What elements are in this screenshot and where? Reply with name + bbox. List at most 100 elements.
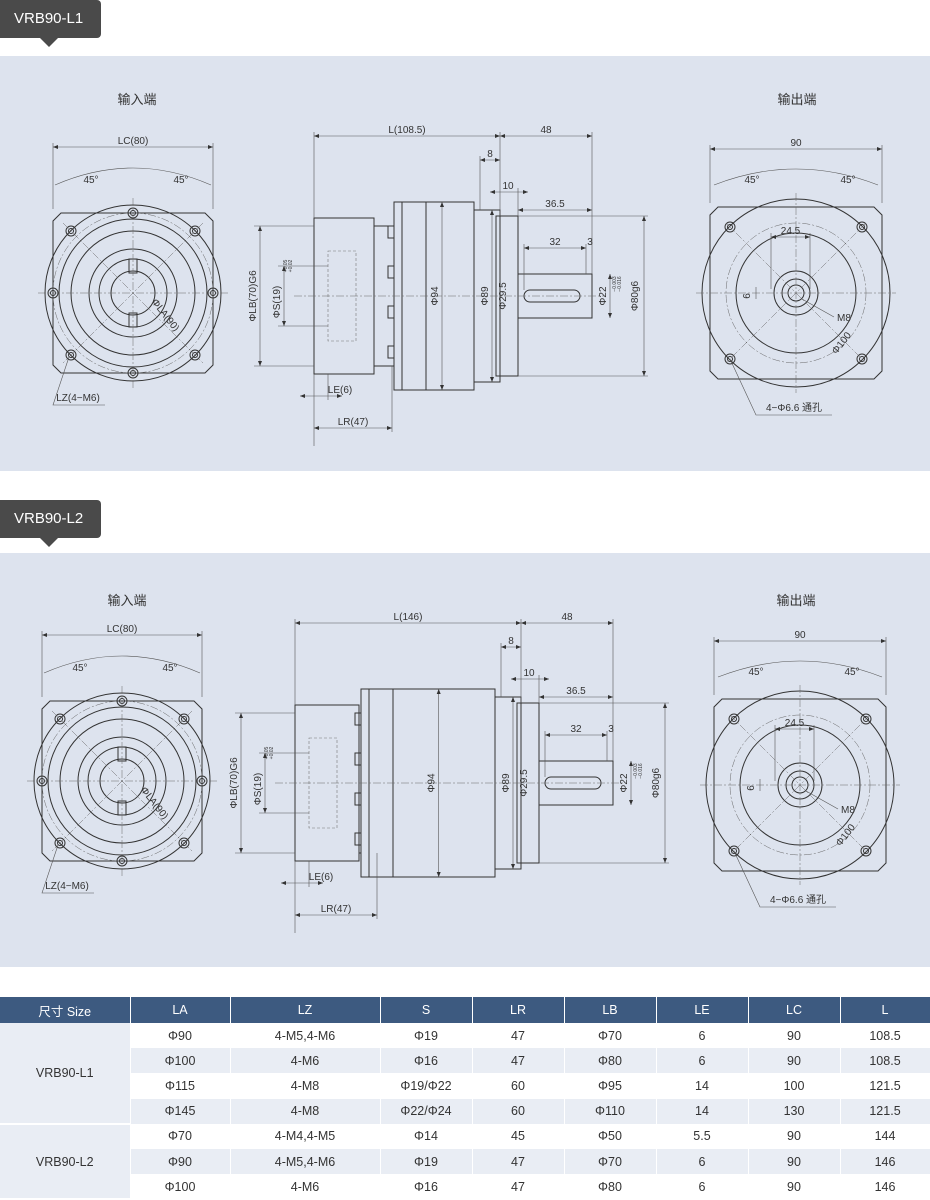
drawing-svg: 输入端输出端LC(80)45°45°ΦLA(90)LZ(4−M6)L(146)4… [27,593,900,933]
table-cell: 121.5 [840,1073,930,1099]
dimension-label: 8 [487,149,493,160]
table-cell: Φ100 [130,1048,231,1074]
table-cell: 108.5 [840,1023,930,1049]
dimension-label: ΦS(19) [272,286,283,318]
arrow-head [372,913,377,917]
arrow-head [480,158,485,162]
through-hole [856,353,868,365]
arrow-head [523,190,528,194]
table-model-cell: VRB90-L2 [0,1123,131,1200]
table-cell: 90 [748,1048,841,1074]
dimension-label: ΦLB(70)G6 [248,270,259,322]
bolt-head [354,752,362,766]
input-view: LC(80)45°45°ΦLA(90)LZ(4−M6) [38,136,228,406]
table-cell: Φ80 [564,1174,657,1200]
mount-hole [54,837,66,849]
dimension-label: 10 [523,668,535,679]
through-hole-inner [727,224,733,230]
table-cell: 4-M6 [230,1174,381,1200]
table-cell: Φ50 [564,1123,657,1149]
input-hub [88,248,178,338]
output-end-label: 输出端 [777,92,816,107]
through-hole-inner [727,356,733,362]
input-end-label: 输入端 [117,92,156,107]
table-cell: 6 [656,1023,749,1049]
dimension-label: 36.5 [566,686,586,697]
arrow-head [642,216,646,221]
table-cell: 130 [748,1098,841,1124]
model-tag-l2: VRB90-L2 [0,500,102,547]
table-header-4: LR [472,997,565,1023]
dimension-label: Φ22 [598,286,609,306]
table-cell: 90 [748,1023,841,1049]
dimension-label: Φ94 [430,286,441,306]
bolt-head [387,265,395,279]
table-cell: 4-M6 [230,1048,381,1074]
through-hole-inner [863,848,869,854]
dimension-label: 48 [540,125,552,136]
arrow-head [208,145,213,149]
centerline [51,710,193,852]
dimension-label: Φ94 [427,773,438,793]
table-header-5: LB [564,997,657,1023]
dimension-label: 6 [742,293,753,299]
mount-hole-inner [68,228,74,234]
input-hub [77,736,167,826]
table-cell: 6 [656,1174,749,1200]
model-tag-l1: VRB90-L1 [0,0,102,47]
through-hole-inner [859,356,865,362]
dimension-label: −0.003 [633,763,639,779]
dimension-label: 3 [608,724,614,735]
table-cell: Φ22/Φ24 [380,1098,473,1124]
dimension-label: Φ29.5 [519,769,530,797]
mount-hole [178,837,190,849]
mount-hole [65,349,77,361]
arrow-head [602,733,607,737]
dimension-label: 45° [162,663,177,674]
table-cell: 144 [840,1123,930,1149]
through-hole [724,221,736,233]
table-cell: 4-M5,4-M6 [230,1148,381,1175]
arrow-head [53,145,58,149]
through-hole [728,845,740,857]
dimension-label: LZ(4−M6) [45,881,89,892]
dimension-label: 24.5 [785,718,805,729]
bolt-head [387,225,395,239]
dimension-label: Φ80g6 [651,767,662,798]
dimension-label: 45° [173,175,188,186]
leader-line [801,298,835,318]
dimension-label: 48 [561,612,573,623]
through-hole [728,713,740,725]
arrow-head [539,695,544,699]
arrow-head [387,426,392,430]
bolt-head [354,832,362,846]
dimension-label: −0.016 [617,276,623,292]
dimension-label: LC(80) [107,624,138,635]
input-flange-outline [52,212,214,374]
dimension-label: ΦLB(70)G6 [229,757,240,809]
mount-hole [178,713,190,725]
dimension-label: M8 [841,805,855,816]
bolt-head [354,712,362,726]
arrow-head [710,147,715,151]
arrow-head [490,190,495,194]
input-end-label: 输入端 [107,593,146,608]
table-cell: 146 [840,1148,930,1175]
dimension-label: 4−Φ6.6 通孔 [770,894,826,906]
dimension-label: L(108.5) [388,125,425,136]
table-header-8: L [840,997,930,1023]
arrow-head [608,621,613,625]
dimension-label: Φ89 [501,773,512,793]
arrow-head [42,633,47,637]
dimension-label: 6 [746,785,757,791]
arrow-head [544,677,549,681]
arrow-head [663,858,667,863]
table-cell: Φ70 [564,1023,657,1049]
